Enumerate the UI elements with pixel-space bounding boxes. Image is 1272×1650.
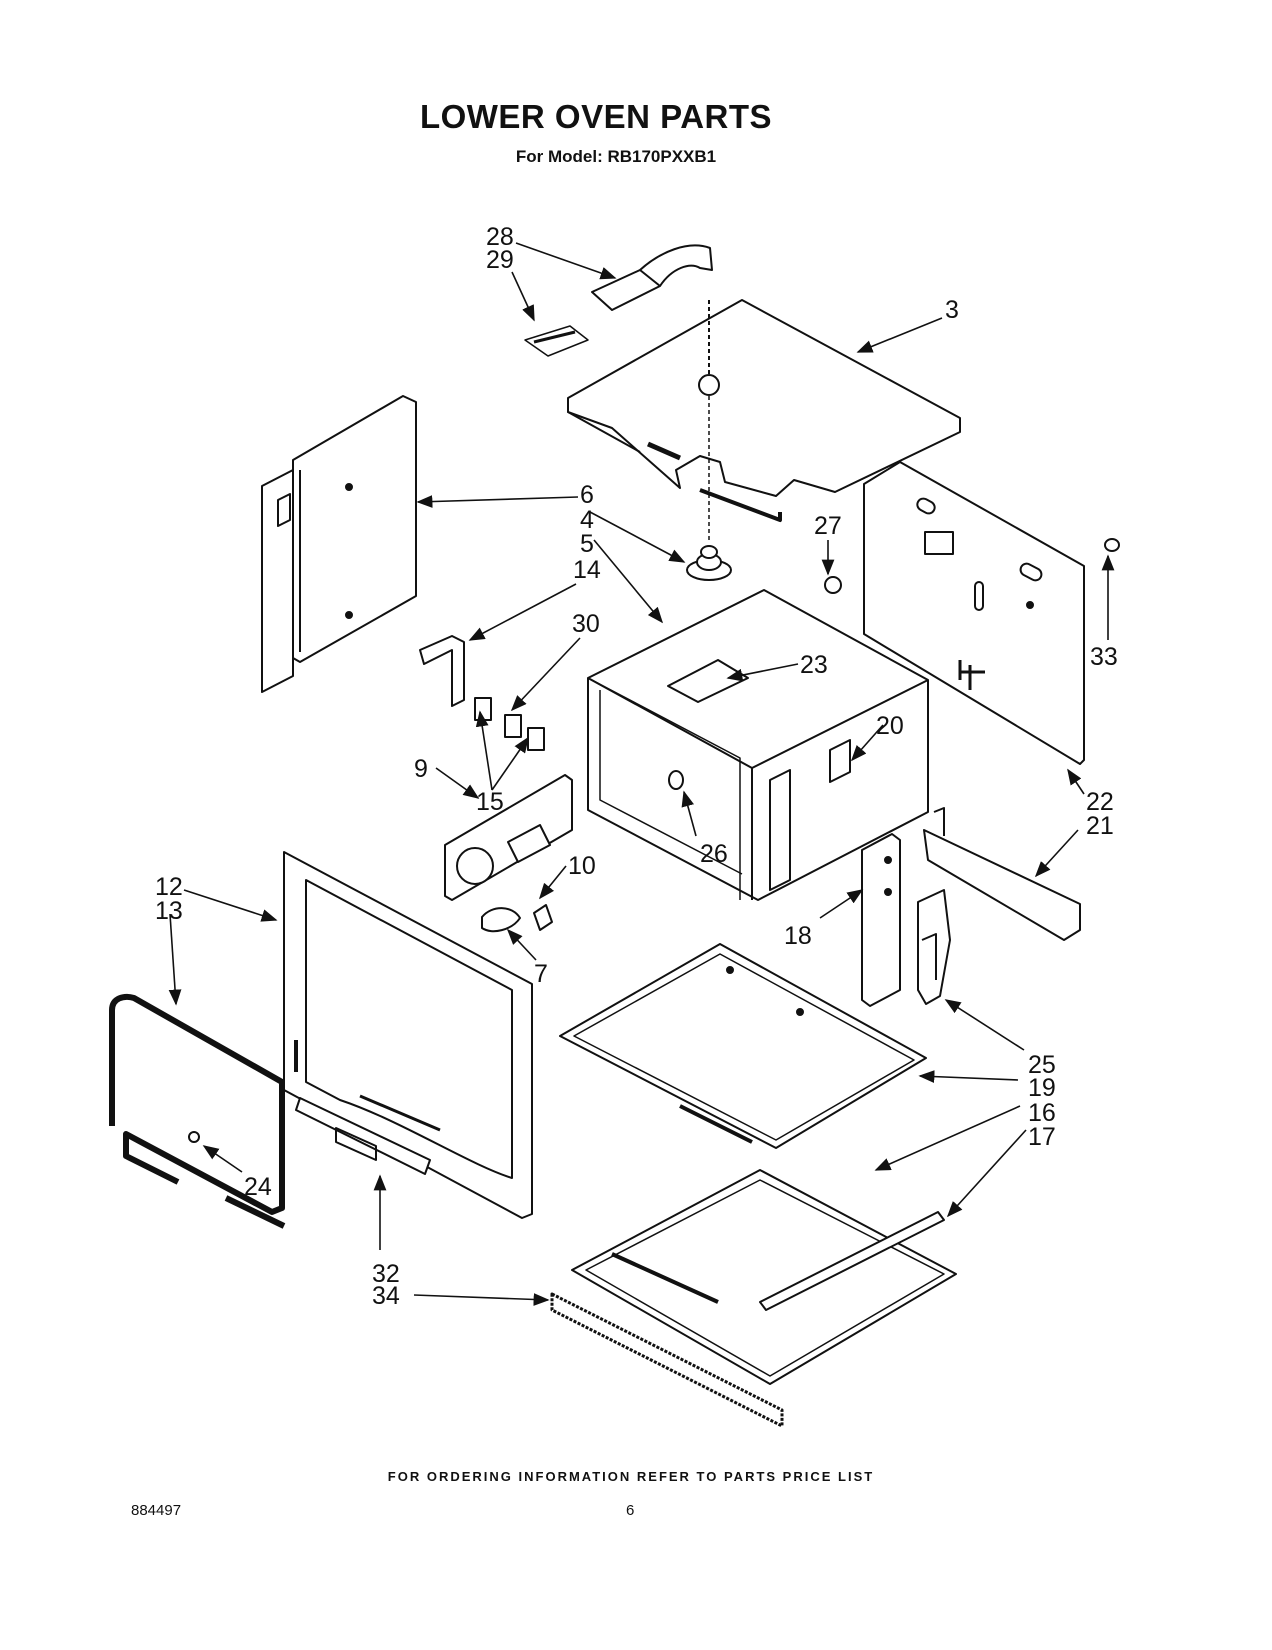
front-frame-part [283,851,533,1219]
oven-rack-part [559,943,927,1149]
callout-16: 16 [1028,1099,1056,1127]
callout-13: 13 [155,897,183,925]
callout-20: 20 [876,712,904,740]
callout-6: 6 [580,481,594,509]
callout-labels: 28 29 3 6 4 5 27 14 30 33 23 20 9 15 22 … [155,223,1118,1310]
callout-34: 34 [372,1282,400,1310]
flue-duct-part [524,244,713,357]
callout-29: 29 [486,246,514,274]
callout-17: 17 [1028,1123,1056,1151]
bottom-panel-part [571,1169,957,1385]
callout-22: 22 [1086,788,1114,816]
rear-panel-part [863,461,1085,765]
document-number: 884497 [131,1502,182,1519]
callout-33: 33 [1090,643,1118,671]
callout-3: 3 [945,296,959,324]
oven-cavity-part [587,589,929,901]
callout-9: 9 [414,755,428,783]
callout-27: 27 [814,512,842,540]
mount-bracket-part [419,635,545,751]
top-panel-part [567,299,961,540]
callout-19: 19 [1028,1074,1056,1102]
callout-23: 23 [800,651,828,679]
left-side-panel-part [261,395,417,693]
callout-4: 4 [580,506,594,534]
ordering-info-note: FOR ORDERING INFORMATION REFER TO PARTS … [387,1469,875,1484]
callout-26: 26 [700,840,728,868]
callout-18: 18 [784,922,812,950]
handle-bracket-part [295,1097,431,1175]
light-assembly-part [444,774,573,933]
callout-25: 25 [1028,1051,1056,1079]
callout-32: 32 [372,1260,400,1288]
model-subtitle: For Model: RB170PXXB1 [515,147,717,166]
callout-12: 12 [155,873,183,901]
callout-24: 24 [244,1173,272,1201]
callout-21: 21 [1086,812,1114,840]
callout-14: 14 [573,556,601,584]
hinge-part [917,889,951,1005]
callout-28: 28 [486,223,514,251]
callout-7: 7 [534,960,548,988]
door-gasket-part [109,993,286,1229]
vent-strip-part [550,1292,784,1428]
callout-15: 15 [476,788,504,816]
callout-10: 10 [568,852,596,880]
rail-part [923,807,1081,941]
page-title: LOWER OVEN PARTS [419,98,773,135]
side-rack-bracket-part [861,833,901,1007]
leader-lines [168,242,1115,1306]
part-drawings [109,244,1120,1428]
callout-30: 30 [572,610,600,638]
callout-5: 5 [580,530,594,558]
page-number: 6 [626,1502,635,1519]
